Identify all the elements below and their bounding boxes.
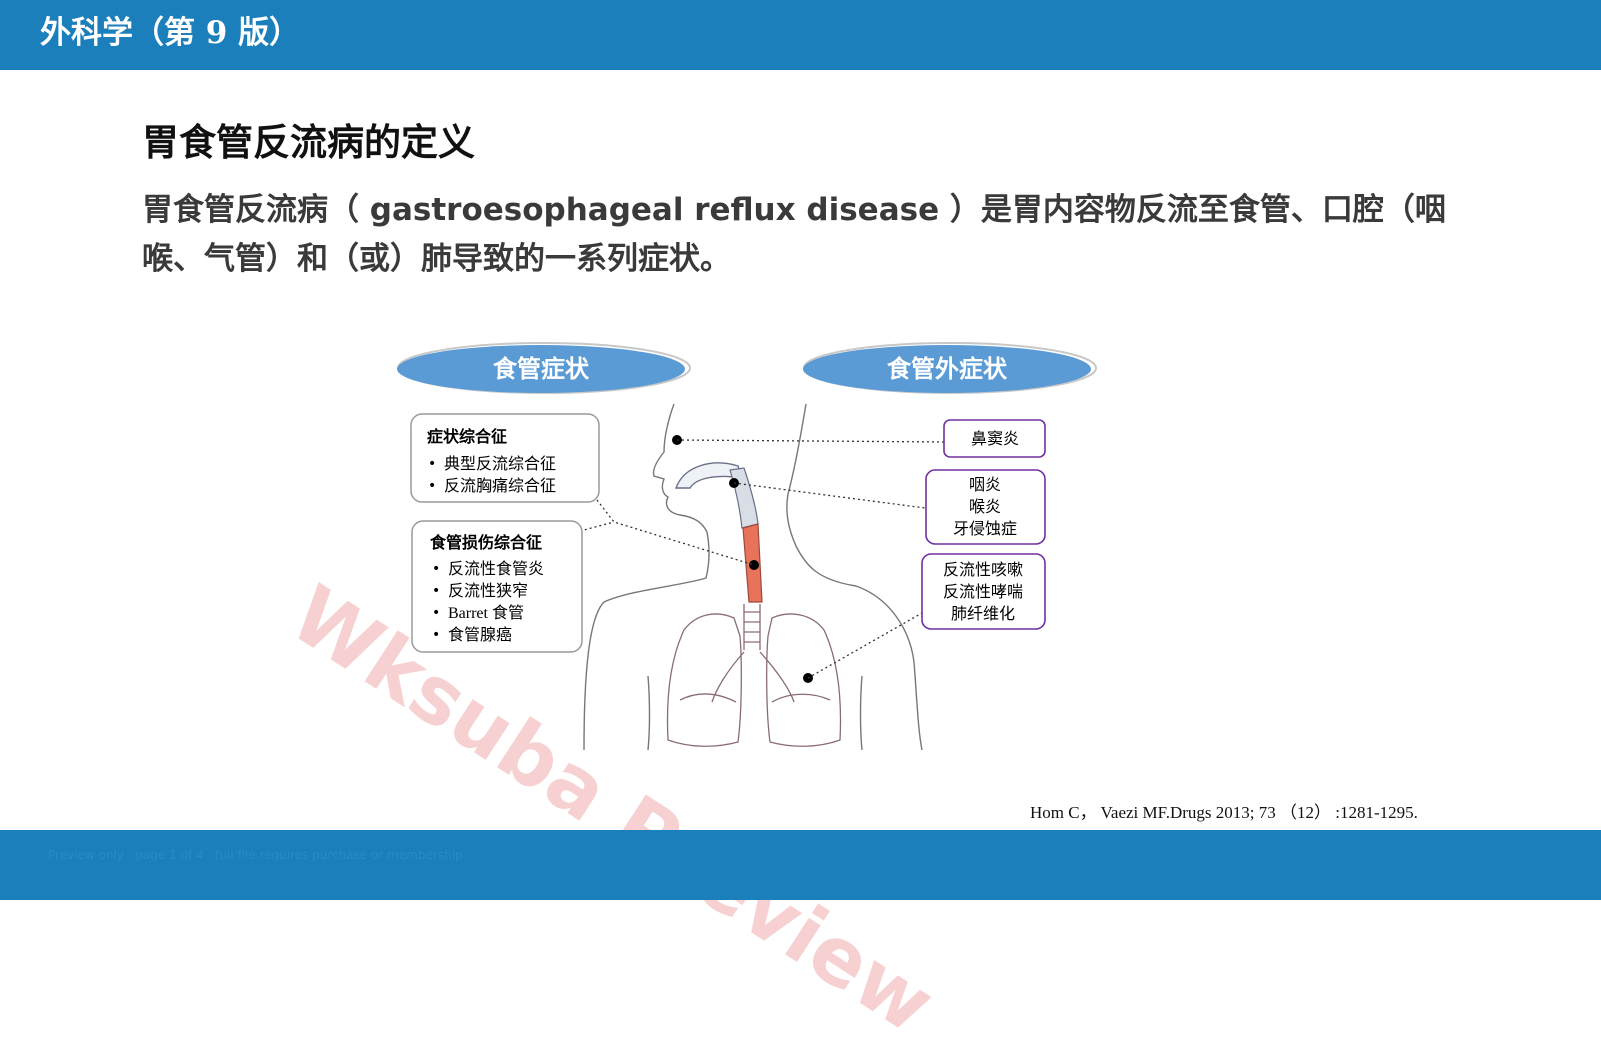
injury-item-2: 反流性狭窄 <box>448 581 528 600</box>
injury-item-1: 反流性食管炎 <box>448 559 544 578</box>
sinus-box <box>943 419 1046 458</box>
symptom-syndrome-box <box>410 413 600 503</box>
slide-title: 胃食管反流病的定义 <box>142 121 475 164</box>
lung-item-3: 肺纤维化 <box>951 604 1015 623</box>
bullet: • <box>432 605 440 621</box>
symptom-syndrome-title: 症状综合征 <box>427 427 507 446</box>
throat-item-1: 咽炎 <box>969 475 1001 494</box>
book-title: 外科学（第 9 版） <box>40 15 301 51</box>
right-heading-oval <box>803 345 1091 393</box>
bullet: • <box>432 583 440 599</box>
symptom-item-2: 反流胸痛综合征 <box>444 476 556 495</box>
left-heading-oval <box>397 345 685 393</box>
footer-bar: Preview only · page 1 of 4 · full file r… <box>0 830 1601 900</box>
definition-text: 胃食管反流病（ gastroesophageal reflux disease … <box>142 192 1446 277</box>
sinus-item-1: 鼻窦炎 <box>971 429 1019 448</box>
left-heading: 食管症状 <box>493 355 590 383</box>
injury-item-3: Barret 食管 <box>448 604 524 622</box>
esophageal-injury-title: 食管损伤综合征 <box>429 533 542 552</box>
throat-item-2: 喉炎 <box>969 497 1001 516</box>
injury-item-4: 食管腺癌 <box>448 625 512 644</box>
esophagus <box>674 462 763 603</box>
esophagus-dot <box>749 560 759 570</box>
body-outline <box>583 403 923 750</box>
throat-item-3: 牙侵蚀症 <box>953 519 1017 538</box>
lung-box <box>921 553 1046 630</box>
right-heading: 食管外症状 <box>887 355 1008 383</box>
lung-item-2: 反流性哮喘 <box>943 582 1023 601</box>
leader-lines <box>579 439 945 679</box>
bullet: • <box>428 478 436 494</box>
citation: Hom C， Vaezi MF.Drugs 2013; 73 （12） :128… <box>1030 803 1418 822</box>
gerd-diagram: 食管症状 食管外症状 症状综合征 • 典型反流综合征 • <box>397 342 1097 750</box>
lungs <box>666 604 842 747</box>
bullet: • <box>432 561 440 577</box>
symptom-item-1: 典型反流综合征 <box>444 454 556 473</box>
bullet: • <box>428 456 436 472</box>
lung-item-1: 反流性咳嗽 <box>943 560 1023 579</box>
bullet: • <box>432 627 440 643</box>
esophageal-injury-box <box>411 520 583 653</box>
throat-box <box>925 469 1046 545</box>
footer-note: Preview only · page 1 of 4 · full file r… <box>48 848 463 862</box>
header-bar: 外科学（第 9 版） <box>0 0 1601 70</box>
